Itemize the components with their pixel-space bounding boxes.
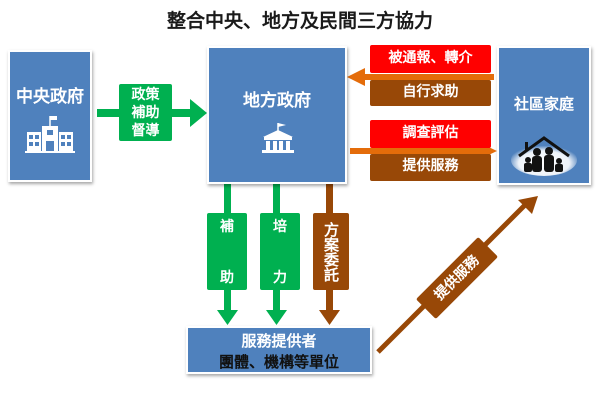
service-provider-label: 服務提供者 — [241, 332, 317, 350]
community-family-node[interactable]: 社區家庭 — [497, 46, 591, 185]
referral-tag: 被通報、轉介 — [370, 45, 491, 73]
service-provider-units-label: 團體、機構等單位 — [218, 353, 339, 371]
subsidy-vertical-tag: 補 助 — [207, 213, 247, 290]
subsidy-label: 補助 — [131, 105, 160, 121]
policy-subsidy-supervision-tag: 政策 補助 督導 — [119, 84, 172, 141]
central-government-node[interactable]: 中央政府 — [8, 50, 92, 182]
policy-label: 政策 — [131, 87, 160, 103]
empowerment-vertical-tag: 培 力 — [260, 213, 300, 290]
family-house-icon — [511, 134, 577, 178]
subsidy-top-char: 補 — [220, 219, 234, 235]
subsidy-bottom-char: 助 — [220, 270, 234, 286]
supervision-label: 督導 — [131, 123, 160, 139]
courthouse-icon — [261, 122, 295, 154]
assessment-arrow-overlay — [350, 148, 480, 154]
local-government-label: 地方政府 — [243, 91, 311, 111]
community-family-label: 社區家庭 — [513, 95, 574, 113]
self-help-tag: 自行求助 — [370, 80, 491, 106]
government-building-icon — [25, 114, 75, 154]
service-provider-node[interactable]: 服務提供者 團體、機構等單位 — [186, 326, 372, 374]
local-government-node[interactable]: 地方政府 — [207, 46, 347, 184]
central-government-label: 中央政府 — [16, 87, 84, 107]
assessment-tag: 調查評估 — [370, 120, 491, 148]
diagram-title: 整合中央、地方及民間三方協力 — [166, 10, 433, 32]
empowerment-top-char: 培 — [273, 219, 287, 235]
referral-arrow-overlay — [362, 74, 494, 80]
empowerment-bottom-char: 力 — [273, 270, 287, 286]
commission-vertical-tag: 方案委託 — [313, 213, 349, 290]
provide-service-tag: 提供服務 — [370, 154, 491, 181]
